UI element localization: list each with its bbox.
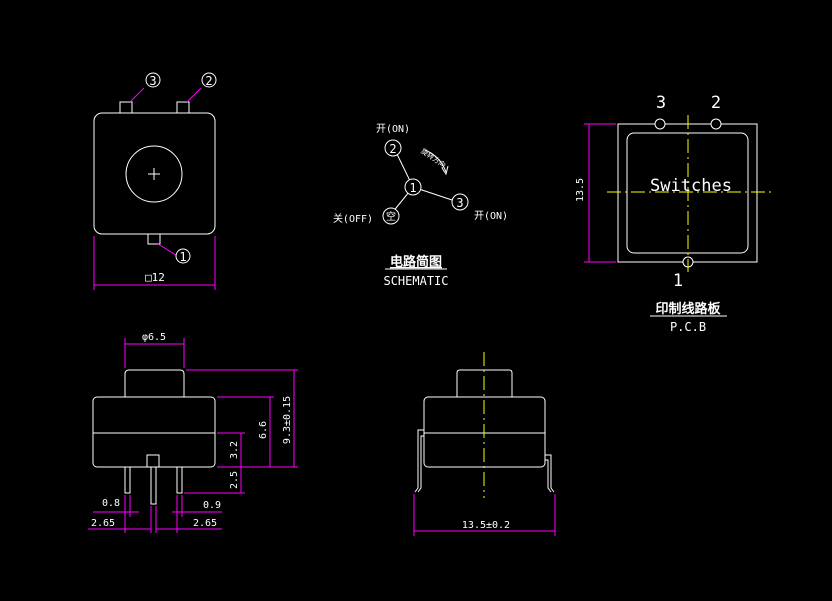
dim-66: 6.6 [258, 421, 269, 439]
pcb-title-en: P.C.B [670, 320, 706, 334]
balloon-3 [145, 72, 161, 88]
top-view [93, 101, 216, 245]
schematic-title-cn: 电路简图 [390, 254, 442, 270]
front-terminal-right-inner [545, 459, 552, 493]
dim-265-left: 2.65 [91, 518, 115, 529]
node-2 [384, 139, 402, 157]
dim-265-right: 2.65 [193, 518, 217, 529]
pin-2-tab [176, 101, 190, 114]
side-knob [124, 369, 185, 397]
front-terminal-left-inner [417, 435, 424, 493]
front-view-dims [413, 494, 556, 536]
pcb-pin-2: 2 [711, 93, 721, 113]
knob-circle [125, 145, 183, 203]
balloon-1 [175, 248, 191, 264]
side-view-labels: φ6.5 9.3±0.15 6.6 3.2 2.5 0.8 0.9 2.65 2… [91, 332, 293, 529]
balloon-1-label: 1 [179, 250, 186, 264]
pin-1-tab [147, 233, 161, 245]
pcb-hole-2 [710, 118, 722, 130]
top-view-balloons: 3 2 1 □12 [145, 72, 217, 284]
node-2-label: 2 [389, 142, 396, 156]
leader-pin-3 [129, 87, 145, 103]
side-view-dims [88, 338, 298, 533]
node-1-label: 1 [409, 181, 416, 195]
dim-08: 0.8 [102, 498, 120, 509]
pin-3-tab [119, 101, 133, 114]
side-view [92, 369, 216, 505]
pcb-pin-3: 3 [656, 93, 666, 113]
pcb-title-cn: 印制线路板 [655, 301, 721, 317]
node-3-label: 3 [456, 196, 463, 210]
side-pin-center [150, 466, 157, 505]
front-terminal-left [414, 429, 424, 493]
label-on-top: 开(ON) [376, 124, 410, 135]
node-1 [404, 178, 422, 196]
rotation-arrow-head [441, 165, 449, 176]
front-terminal-right [545, 454, 555, 493]
front-width-dim: 13.5±0.2 [462, 520, 510, 531]
schematic-title-en: SCHEMATIC [383, 274, 448, 288]
node-off [382, 207, 400, 225]
rotation-arc [424, 149, 447, 173]
balloon-2-label: 2 [205, 74, 212, 88]
pcb-height-dim: 13.5 [575, 178, 586, 202]
dim-93: 9.3±0.15 [282, 396, 293, 444]
dim-09: 0.9 [203, 500, 221, 511]
node-off-label: 空 [386, 210, 396, 223]
dim-knob-dia: φ6.5 [142, 332, 166, 343]
balloon-2 [201, 72, 217, 88]
label-on-right: 开(ON) [474, 211, 508, 222]
dim-12-label: □12 [145, 271, 165, 284]
pcb-view: 3 2 1 Switches 13.5 印制线路板 P.C.B [575, 93, 773, 334]
side-pin-right [176, 466, 183, 494]
top-view-dims [93, 87, 216, 290]
dim-32: 3.2 [229, 441, 240, 459]
schematic: 1 2 3 空 开(ON) 开(ON) 关(OFF) 旋转方向 电路简图 SCH… [333, 124, 508, 288]
node-3 [451, 193, 469, 211]
pcb-pin-1: 1 [673, 271, 683, 291]
pcb-hole-3 [654, 118, 666, 130]
side-pin-left [124, 466, 131, 494]
leader-pin-2 [186, 87, 202, 103]
balloon-3-label: 3 [149, 74, 156, 88]
pcb-switches-label: Switches [650, 176, 732, 196]
leader-pin-1 [157, 243, 177, 256]
label-off: 关(OFF) [333, 212, 373, 225]
dim-25: 2.5 [229, 471, 240, 489]
